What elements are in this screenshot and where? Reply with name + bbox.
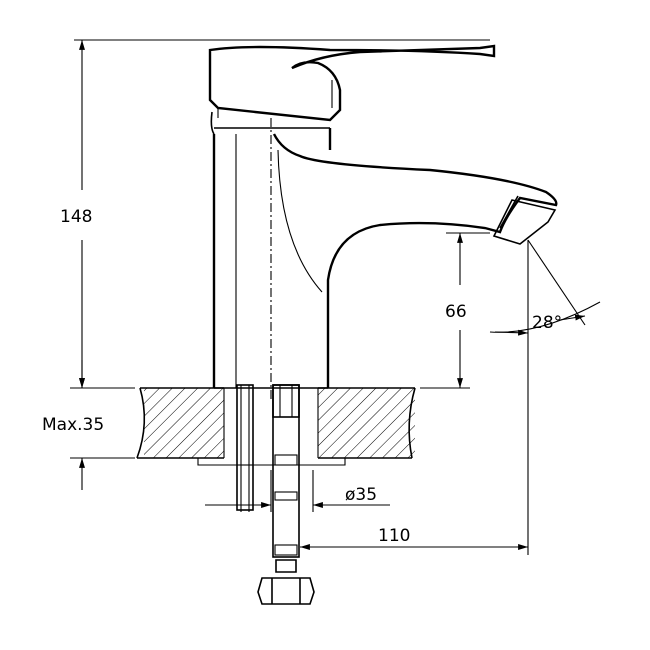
dimension-lines	[70, 39, 601, 555]
mounting-hardware	[236, 384, 315, 605]
dim-spout-reach: 110	[378, 526, 410, 546]
hose-nut	[257, 559, 315, 605]
lever-handle	[208, 44, 496, 122]
aerator	[492, 195, 557, 245]
spout	[272, 133, 558, 388]
dim-max-thickness: Max.35	[42, 415, 104, 435]
countertop-section	[136, 387, 416, 466]
dim-spout-angle: 28°	[532, 313, 562, 333]
flex-hose	[272, 384, 300, 558]
faucet-body	[208, 44, 558, 389]
dim-spout-height: 66	[445, 302, 467, 322]
column-body	[212, 128, 332, 388]
dim-total-height: 148	[60, 207, 92, 227]
dim-hole-diameter: ø35	[345, 485, 377, 505]
